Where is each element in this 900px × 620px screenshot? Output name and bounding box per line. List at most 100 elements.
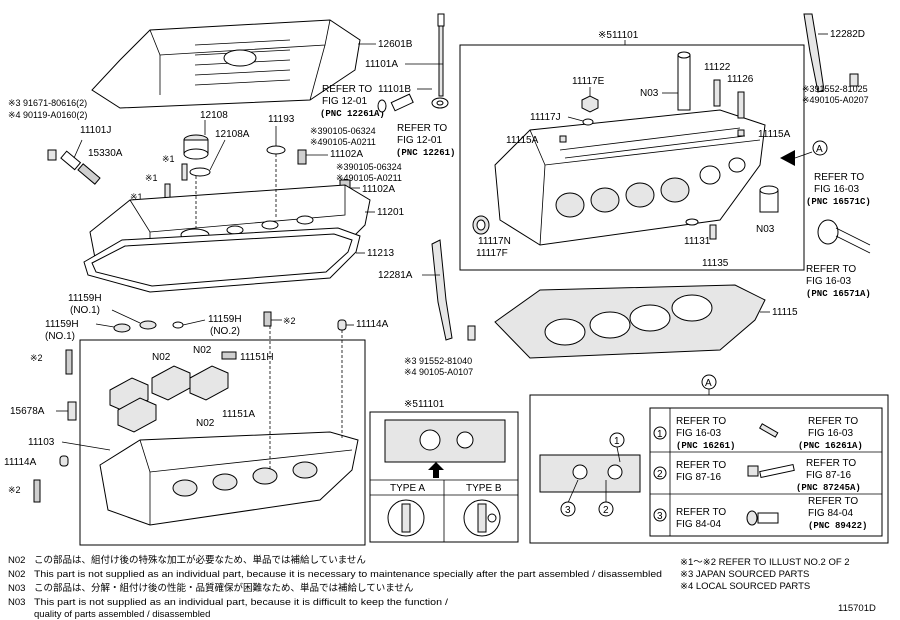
footnote-n03-jp: この部品は、分解・組付け後の性能・品質確保が困難なため、単品では補給していません: [34, 582, 413, 594]
bolt-x2-bottom: [33, 479, 41, 503]
label-no2-mid: (NO.2): [210, 326, 240, 337]
label-11122: 11122: [704, 62, 731, 73]
label-11151H: 11151H: [240, 352, 274, 363]
label-15330A: 15330A: [88, 148, 123, 159]
oil-filler-cap: [183, 120, 209, 160]
footnote-n02-en-code: N02: [8, 569, 25, 580]
camshaft-housing: [99, 326, 359, 526]
mark-x2-c: ※2: [8, 485, 21, 495]
label-11117E: 11117E: [572, 76, 605, 87]
footnote-n03-en-2: quality of parts assembled / disassemble…: [34, 609, 210, 620]
label-11193: 11193: [268, 114, 295, 125]
row-3-left-ref: REFER TO: [676, 507, 726, 518]
refer-to-2: REFER TO: [397, 123, 447, 134]
note-4-bot: ※4 90105-A0107: [404, 367, 473, 377]
label-11117N: 11117N: [478, 236, 511, 247]
refer-to-r2: REFER TO: [806, 264, 856, 275]
sensor-15678A: [56, 401, 77, 421]
label-11117F: 11117F: [476, 248, 508, 259]
pin-11114A-bot: [59, 455, 69, 467]
type-b-view: [463, 499, 501, 537]
pnc-r1: (PNC 16571C): [806, 197, 871, 207]
row-3-right-pnc: (PNC 89422): [808, 521, 867, 531]
label-11213: 11213: [367, 248, 395, 259]
bracket-12282D: [803, 13, 825, 93]
type-a: TYPE A: [390, 483, 425, 494]
hose-connector: [817, 219, 871, 254]
seal-11117J: [582, 118, 594, 126]
bolt-x2-left: [65, 349, 73, 375]
circle-2-num: 2: [603, 505, 609, 516]
bolt-12281A: [467, 325, 476, 341]
row-1-left-pnc: (PNC 16261): [676, 441, 735, 451]
illustration-id: 115701D: [838, 603, 876, 614]
label-11201: 11201: [377, 207, 405, 218]
detail-A-letter: A: [705, 378, 712, 389]
footnote-n02-en: This part is not supplied as an individu…: [34, 569, 662, 580]
label-12281A: 12281A: [378, 270, 413, 281]
callout-A: A: [816, 144, 823, 155]
engine-cover: [91, 19, 376, 109]
row-1-left-ref: REFER TO: [676, 416, 726, 427]
pin-11135: [709, 224, 717, 240]
note-4-right: ※490105-A0207: [802, 95, 869, 105]
table-row-1: 1 REFER TO FIG 16-03 (PNC 16261) REFER T…: [653, 416, 863, 451]
cylinder-head: [494, 109, 766, 246]
row-1-right-pnc: (PNC 16261A): [798, 441, 863, 451]
type-b: TYPE B: [466, 483, 502, 494]
note-4-mid2: ※490105-A0211: [336, 173, 402, 183]
legend-2: ※3 JAPAN SOURCED PARTS: [680, 569, 809, 580]
label-11103: 11103: [28, 437, 55, 448]
refer-to-r1: REFER TO: [814, 172, 864, 183]
footnote-n03-jp-code: N03: [8, 583, 25, 594]
detail-head-title: ※511101: [404, 399, 445, 410]
plug-seal-11101B: [417, 88, 449, 109]
row-2-right-fig: FIG 87-16: [806, 470, 851, 481]
label-no1-left: (NO.1): [45, 331, 75, 342]
label-11102A-b: 11102A: [362, 184, 395, 195]
cylinder-head-gasket: [494, 284, 770, 359]
note-3-mid: ※390105-06324: [310, 126, 376, 136]
bracket-12281A: [431, 239, 453, 341]
note-3-bot: ※3 91552-81040: [404, 356, 472, 366]
bolt-right: [849, 73, 859, 87]
row-1-num: 1: [657, 429, 663, 440]
row-3-right-fig: FIG 84-04: [808, 508, 853, 519]
pin-11114A-top: [337, 319, 347, 331]
label-11115: 11115: [772, 307, 798, 318]
mark-x2-a: ※2: [283, 316, 296, 326]
label-11159H-mid: 11159H: [208, 314, 242, 325]
label-N03-top: N03: [640, 88, 659, 99]
bolt-11151H: [221, 351, 237, 360]
fig-1: FIG 12-01: [322, 96, 367, 107]
footnote-n03-en-1: This part is not supplied as an individu…: [34, 597, 448, 608]
label-N02-a: N02: [152, 352, 171, 363]
row-3-left-fig: FIG 84-04: [676, 519, 721, 530]
row-2-left-ref: REFER TO: [676, 460, 726, 471]
label-11101A: 11101A: [365, 59, 398, 70]
footnote-n02-jp-code: N02: [8, 555, 25, 566]
circle-2: [598, 501, 614, 517]
footnote-n03-en-code: N03: [8, 597, 25, 608]
vvt-oil-control-valve: [47, 139, 101, 185]
detail-head-view: [384, 419, 506, 478]
row-2-right-ref: REFER TO: [806, 458, 856, 469]
fig-r2: FIG 16-03: [806, 276, 851, 287]
row-2-left-fig: FIG 87-16: [676, 472, 721, 483]
label-11159H-top: 11159H: [68, 293, 102, 304]
label-N02-b: N02: [193, 345, 212, 356]
cam-housing-frame: [79, 339, 366, 546]
ring-11131: [685, 218, 699, 226]
pnc-1: (PNC 12261A): [320, 109, 385, 119]
table-row-3: 3 REFER TO FIG 84-04 REFER TO FIG 84-04 …: [653, 496, 867, 531]
label-11114A-bot: 11114A: [4, 457, 37, 468]
label-11102A-a: 11102A: [330, 149, 363, 160]
plug-11117F: [472, 215, 490, 235]
label-12108A: 12108A: [215, 129, 250, 140]
label-11115A-r: 11115A: [758, 129, 791, 140]
label-11101J: 11101J: [80, 125, 111, 136]
oil-cap-gasket: [189, 139, 226, 177]
circle-3-num: 3: [565, 505, 571, 516]
label-no1-top: (NO.1): [70, 305, 100, 316]
mark-x1-a: ※1: [162, 154, 175, 164]
